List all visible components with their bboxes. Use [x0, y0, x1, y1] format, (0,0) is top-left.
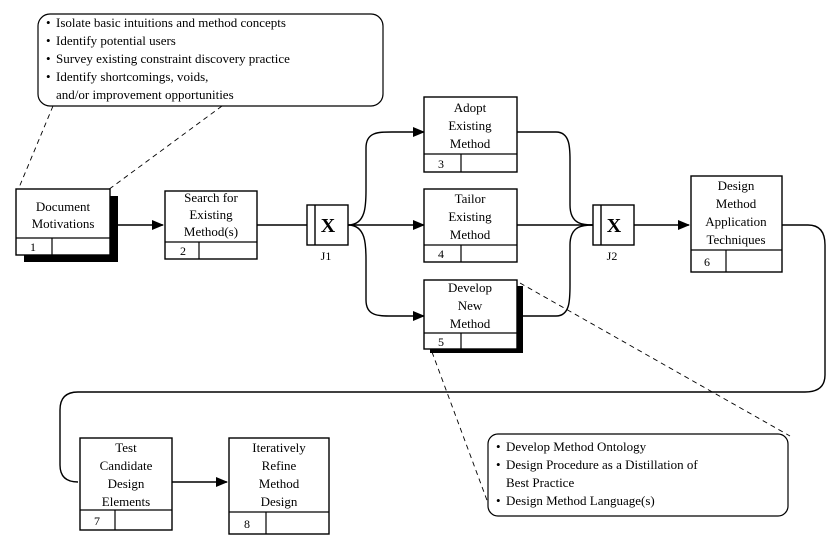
box-label-line: Design: [261, 494, 298, 509]
bottom-note-line-2: Design Procedure as a Distillation of: [506, 457, 698, 472]
process-box-iteratively-refine-method-design: Iteratively Refine Method Design 8: [228, 437, 330, 535]
box-label-line: Elements: [102, 494, 150, 509]
box-label-line: Motivations: [32, 216, 95, 231]
junction-j2: X J2: [592, 204, 635, 263]
box-label-line: Document: [36, 199, 91, 214]
box-label-line: Candidate: [100, 458, 153, 473]
box-number: 1: [30, 240, 36, 254]
junction-label: J2: [607, 249, 618, 263]
box-number: 7: [94, 514, 100, 528]
top-note-line-2: Identify potential users: [56, 33, 176, 48]
box-label-line: Search for: [184, 190, 238, 205]
bullet: •: [46, 33, 51, 48]
box-label-line: New: [458, 298, 483, 313]
box-label-line: Existing: [448, 209, 492, 224]
box-number: 6: [704, 255, 710, 269]
bullet: •: [496, 439, 501, 454]
box-label-line: Method: [259, 476, 300, 491]
bullet: •: [46, 51, 51, 66]
box-label-line: Tailor: [455, 191, 487, 206]
top-note-line-1: Isolate basic intuitions and method conc…: [56, 15, 286, 30]
box-label-line: Iteratively: [252, 440, 306, 455]
box-label-line: Method: [450, 316, 491, 331]
top-note-line-3: Survey existing constraint discovery pra…: [56, 51, 290, 66]
process-box-document-motivations: Document Motivations 1: [15, 188, 118, 262]
bottom-note-line-1: Develop Method Ontology: [506, 439, 647, 454]
loop-6-to-7: [59, 224, 826, 483]
bullet: •: [496, 493, 501, 508]
box-number: 3: [438, 157, 444, 171]
process-box-design-method-application-techniques: Design Method Application Techniques 6: [690, 175, 783, 273]
box-label-line: Refine: [262, 458, 297, 473]
box-number: 5: [438, 335, 444, 349]
top-note-line-4: Identify shortcomings, voids,: [56, 69, 208, 84]
bottom-note-leader-right: [519, 282, 791, 437]
box-number: 2: [180, 244, 186, 258]
top-note: • Isolate basic intuitions and method co…: [17, 13, 384, 191]
box-label-line: Application: [705, 214, 767, 229]
top-note-leader: [107, 105, 223, 191]
bottom-note-leader-left: [431, 351, 489, 504]
box-label-line: Test: [115, 440, 137, 455]
junction-symbol: X: [321, 215, 336, 237]
top-note-leader-left: [17, 105, 54, 191]
bottom-note: • Develop Method Ontology • Design Proce…: [431, 282, 791, 517]
bullet: •: [46, 15, 51, 30]
process-box-develop-new-method: Develop New Method 5: [423, 279, 523, 353]
box-number: 4: [438, 247, 444, 261]
box-label-line: Method: [450, 227, 491, 242]
bullet: •: [46, 69, 51, 84]
box-label-line: Adopt: [454, 100, 487, 115]
line-5-to-j2: [522, 224, 594, 317]
bullet: •: [496, 457, 501, 472]
box-label-line: Method(s): [184, 224, 238, 239]
bottom-note-line-4: Design Method Language(s): [506, 493, 655, 508]
junction-j1: X J1: [306, 204, 349, 263]
box-number: 8: [244, 517, 250, 531]
box-label-line: Design: [108, 476, 145, 491]
box-label-line: Method: [716, 196, 757, 211]
top-note-line-5: and/or improvement opportunities: [56, 87, 234, 102]
process-box-adopt-existing-method: Adopt Existing Method 3: [423, 96, 518, 173]
process-box-tailor-existing-method: Tailor Existing Method 4: [423, 188, 518, 263]
process-box-test-candidate-design-elements: Test Candidate Design Elements 7: [79, 437, 173, 531]
box-label-line: Develop: [448, 280, 492, 295]
box-label-line: Existing: [448, 118, 492, 133]
junction-symbol: X: [607, 215, 622, 237]
box-label-line: Design: [718, 178, 755, 193]
bottom-note-line-3: Best Practice: [506, 475, 574, 490]
line-3-to-j2: [517, 131, 594, 226]
process-box-search-existing-methods: Search for Existing Method(s) 2: [164, 190, 258, 260]
connectors: [59, 127, 826, 487]
box-label-line: Method: [450, 136, 491, 151]
box-label-line: Existing: [189, 207, 233, 222]
arrow-j1-to-5: [347, 224, 425, 321]
box-label-line: Techniques: [706, 232, 765, 247]
arrow-j1-to-3: [347, 127, 425, 226]
junction-label: J1: [321, 249, 332, 263]
